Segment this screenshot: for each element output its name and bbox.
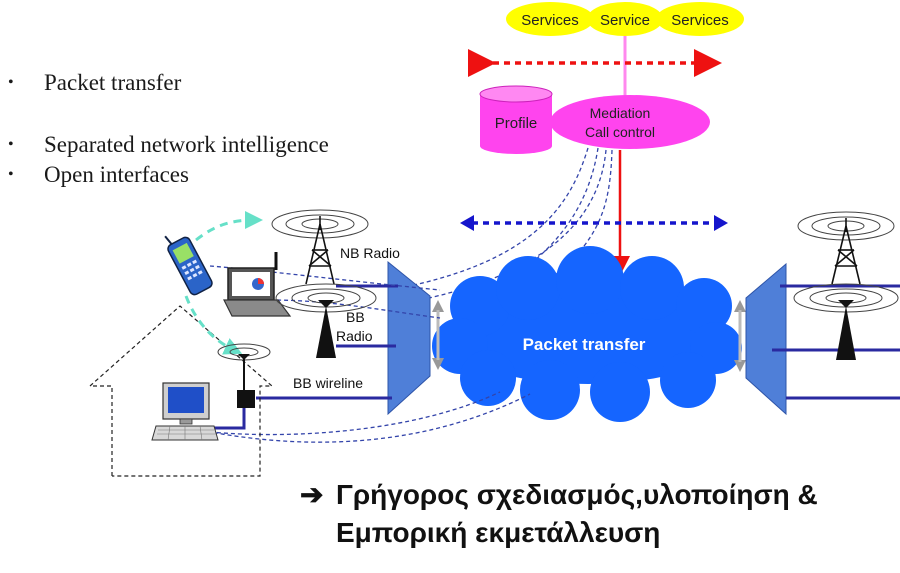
boundary-arrows [432, 300, 746, 372]
services-label-2: Service [600, 12, 650, 29]
tower-rings [271, 209, 369, 239]
services-ellipse-1 [506, 2, 594, 36]
access-links-left [210, 284, 398, 430]
bb-radio-label-2: Radio [336, 328, 373, 344]
access-links-right [772, 284, 900, 400]
home-modem [237, 390, 255, 408]
mobility-arrows [184, 211, 263, 355]
device-signal-lines [199, 265, 531, 443]
right-radio-tower [797, 211, 895, 285]
antenna-head [318, 300, 334, 308]
bullet-marker: • [8, 74, 14, 91]
profile-database: Profile [479, 85, 553, 154]
bullet-marker: • [8, 166, 14, 183]
right-antenna [793, 283, 899, 360]
right-gateway [745, 262, 787, 416]
cloud-label: Packet transfer [523, 335, 646, 354]
conclusion-line-2: Εμπορική εκμετάλλευση [336, 517, 661, 548]
conclusion-line-1: Γρήγορος σχεδιασμός,υλοποίηση & [336, 479, 818, 510]
profile-label: Profile [495, 115, 538, 132]
packet-cloud [432, 246, 742, 422]
mediation-label-1: Mediation [590, 105, 651, 121]
nb-radio-tower [271, 209, 369, 285]
services-ellipse-2 [587, 2, 663, 36]
services-label-1: Services [521, 12, 579, 29]
antenna-icon [316, 306, 336, 358]
bb-radio-label-1: BB [346, 309, 365, 325]
home-antenna [217, 343, 271, 408]
mediation-label-2: Call control [585, 124, 655, 140]
nb-radio-label: NB Radio [340, 245, 400, 261]
services-group: Services Service Services [506, 2, 744, 36]
mediation-node: Mediation Call control [550, 95, 710, 149]
network-interface-arrow [460, 215, 728, 231]
bb-wireline-label: BB wireline [293, 375, 363, 391]
bullet-text: Packet transfer [44, 70, 182, 95]
radio-tower-icon-right [831, 218, 861, 285]
services-ellipse-3 [656, 2, 744, 36]
bb-radio-antenna [275, 283, 377, 358]
bullet-text: Open interfaces [44, 162, 189, 187]
radio-tower-icon [305, 216, 335, 285]
services-label-3: Services [671, 12, 729, 29]
bullet-text: Separated network intelligence [44, 132, 329, 157]
antenna-icon-right [836, 306, 856, 360]
house-outline-icon [88, 305, 274, 477]
left-gateway [387, 260, 431, 416]
bullet-marker: • [8, 136, 14, 153]
phone-icon [164, 235, 213, 296]
desktop-computer-icon [151, 382, 219, 441]
arrow-icon: ➔ [300, 479, 324, 510]
laptop-icon [223, 252, 292, 317]
